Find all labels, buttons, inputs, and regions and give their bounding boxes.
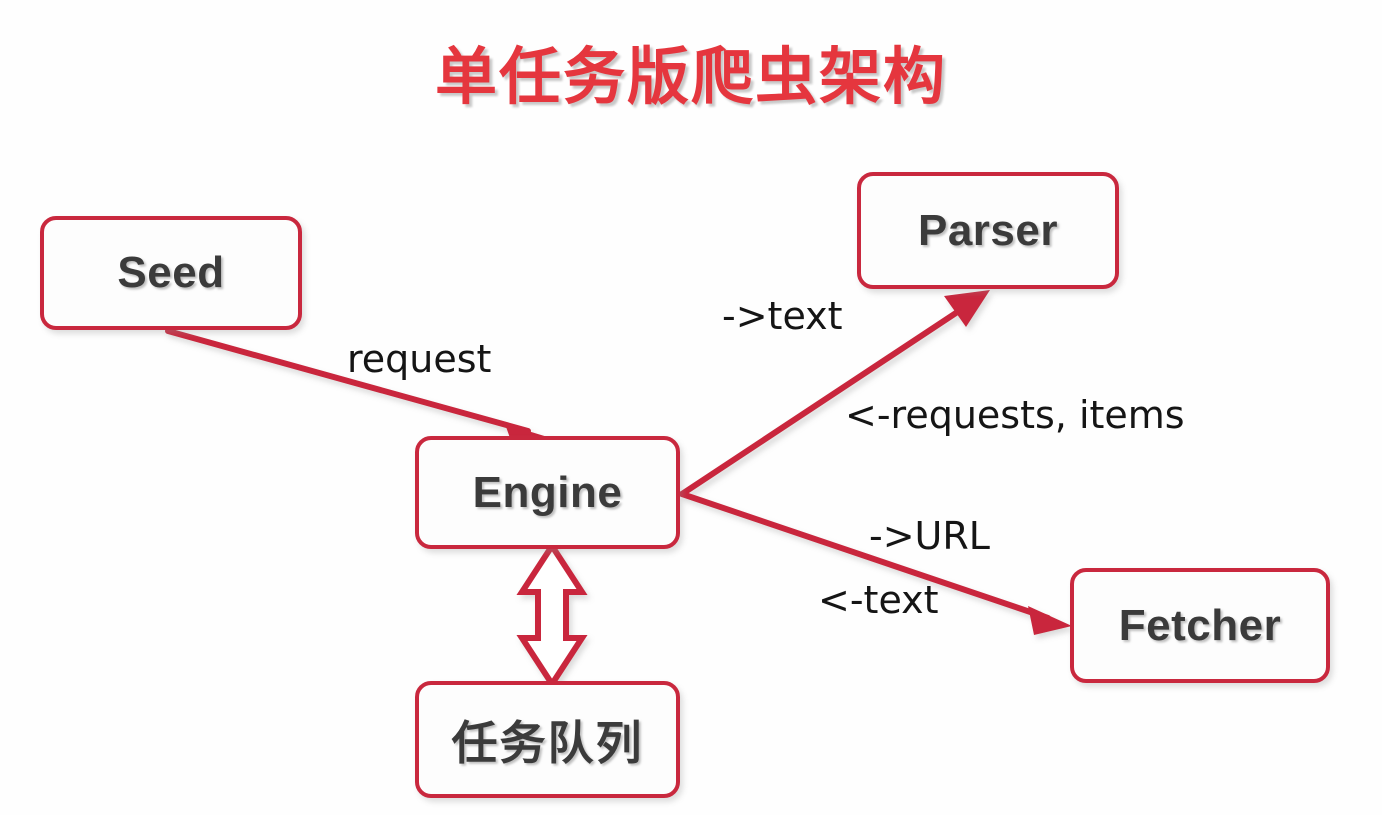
node-engine-label: Engine xyxy=(472,467,623,517)
edge-label-from-text: <-text xyxy=(818,578,939,622)
node-fetcher-label: Fetcher xyxy=(1118,600,1282,650)
node-task-queue-label: 任务队列 xyxy=(451,715,644,770)
node-seed-label: Seed xyxy=(117,248,225,297)
edge-label-to-url: ->URL xyxy=(869,514,990,558)
node-fetcher[interactable]: Fetcher xyxy=(1070,568,1330,683)
node-task-queue[interactable]: 任务队列 xyxy=(415,681,680,798)
page-title: 单任务版爬虫架构 xyxy=(434,40,947,113)
edge-label-to-text: ->text xyxy=(722,294,843,338)
node-parser[interactable]: Parser xyxy=(857,172,1119,289)
edge-engine-queue-double-arrow xyxy=(516,540,588,690)
edge-label-request: request xyxy=(347,337,492,381)
node-engine[interactable]: Engine xyxy=(415,436,680,549)
edge-label-from-requests-items: <-requests, items xyxy=(845,393,1185,437)
node-parser-label: Parser xyxy=(917,205,1058,255)
node-seed[interactable]: Seed xyxy=(40,216,302,330)
